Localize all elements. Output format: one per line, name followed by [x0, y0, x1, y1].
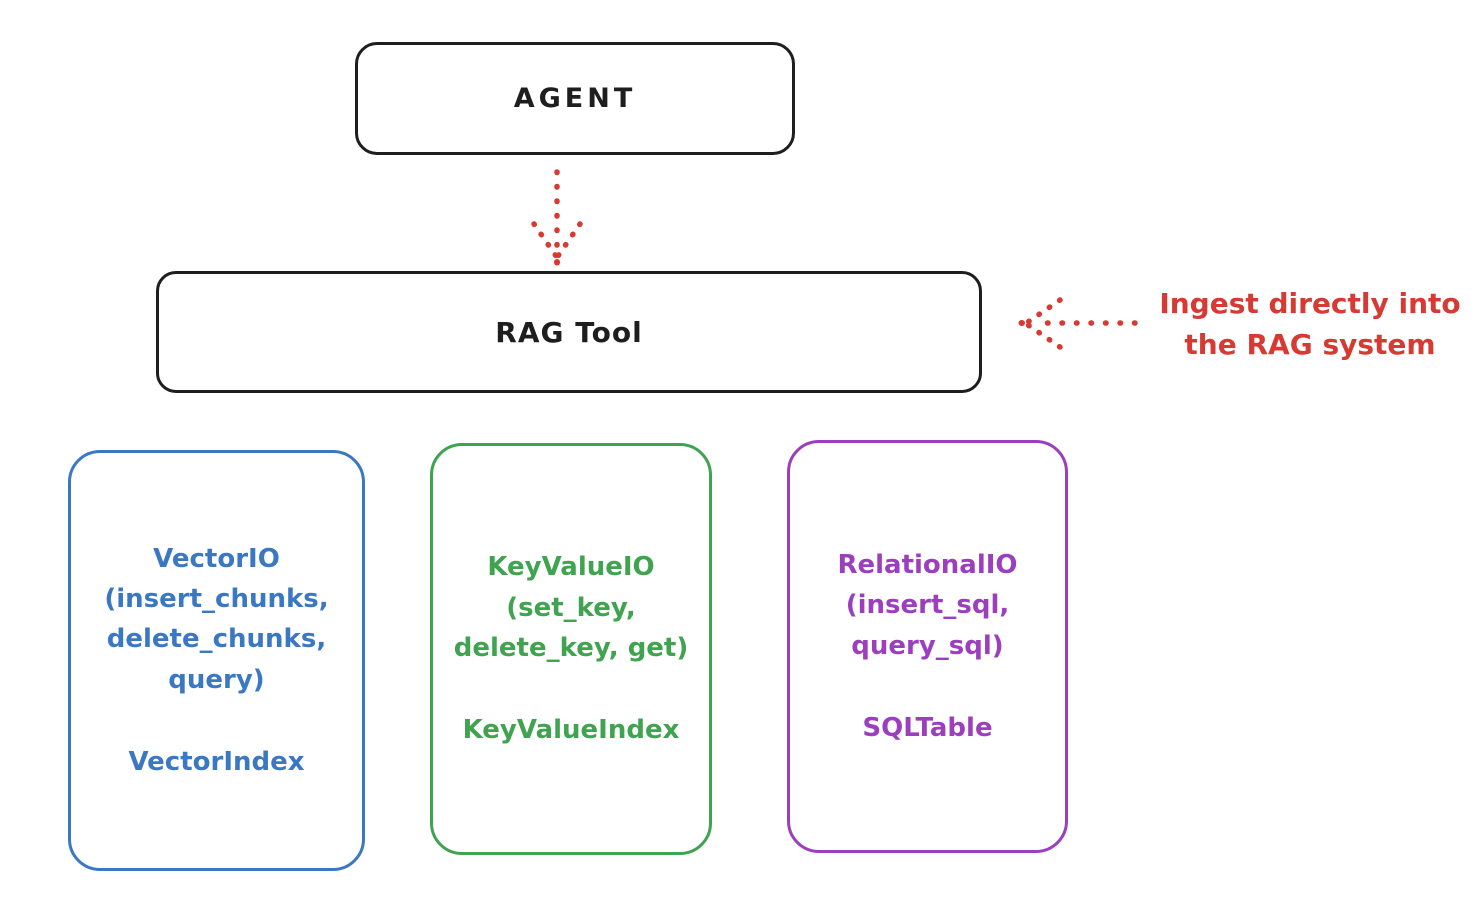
- annotation-label: Ingest directly into the RAG system: [1138, 284, 1482, 365]
- vectorio-box: VectorIO (insert_chunks, delete_chunks, …: [68, 450, 365, 871]
- vectorio-index-label: VectorIndex: [128, 746, 305, 777]
- relationalio-index-label: SQLTable: [862, 712, 993, 743]
- vectorio-method-line: query): [168, 664, 265, 695]
- keyvalueio-title: KeyValueIO: [487, 552, 655, 583]
- annotation-line-2: the RAG system: [1184, 327, 1436, 361]
- vectorio-method-line: (insert_chunks,: [104, 584, 329, 615]
- rag-tool-box: RAG Tool: [156, 271, 982, 393]
- keyvalueio-box: KeyValueIO (set_key, delete_key, get) Ke…: [430, 443, 712, 855]
- annotation-line-1: Ingest directly into: [1159, 287, 1461, 320]
- vectorio-method-line: delete_chunks,: [106, 624, 327, 655]
- relationalio-method-line: (insert_sql,: [845, 590, 1010, 621]
- keyvalueio-method-line: delete_key, get): [453, 633, 689, 663]
- agent-to-ragtool-arrow-icon: [531, 169, 583, 267]
- keyvalueio-index-label: KeyValueIndex: [462, 715, 680, 746]
- rag-tool-label: RAG Tool: [495, 315, 643, 349]
- keyvalueio-method-line: (set_key,: [506, 592, 636, 623]
- agent-label: AGENT: [513, 83, 637, 114]
- vectorio-title: VectorIO: [153, 543, 280, 574]
- relationalio-method-line: query_sql): [851, 630, 1004, 661]
- agent-box: AGENT: [355, 42, 795, 155]
- annotation-to-ragtool-arrow-icon: [1017, 297, 1138, 350]
- relationalio-title: RelationalIO: [837, 549, 1018, 580]
- relationalio-box: RelationalIO (insert_sql, query_sql) SQL…: [787, 440, 1068, 853]
